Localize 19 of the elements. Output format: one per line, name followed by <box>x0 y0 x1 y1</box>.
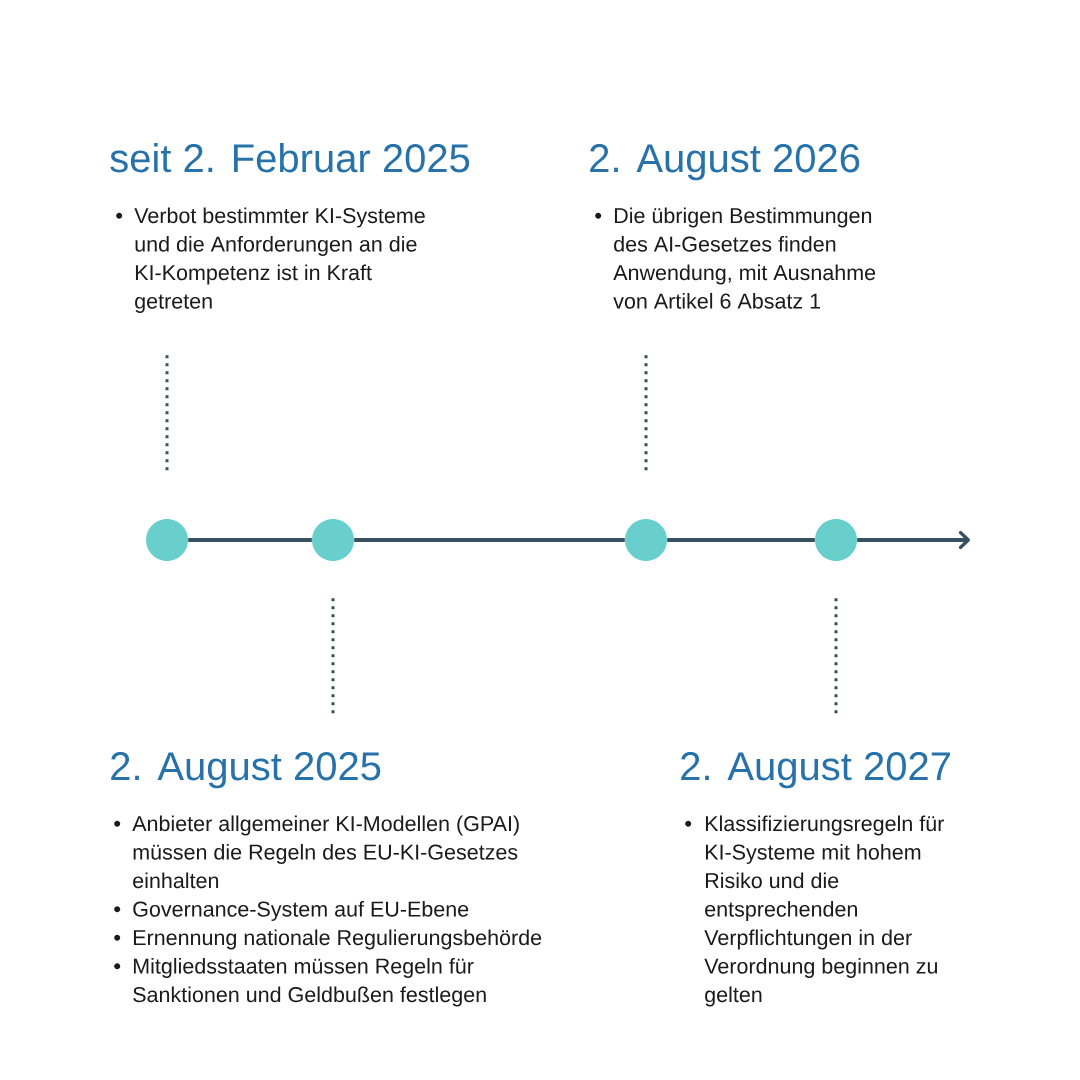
list-item: Ernennung nationale Regulierungsbehörde <box>133 929 542 950</box>
list-item: Mitgliedsstaaten müssen Regeln für Sanktionen und Geldbußen festlegen <box>133 957 486 1007</box>
timeline-dot <box>815 519 857 561</box>
date-heading: 2. August 2027 <box>681 752 950 789</box>
list-item: Die übrigen Bestimmungen des AI-Gesetzes finden Anwendung, mit Ausnahme von Artikel 6 Absatz 1 <box>613 207 876 309</box>
date-heading: 2. August 2026 <box>590 144 860 181</box>
timeline-dot <box>146 519 188 561</box>
list-item: Verbot bestimmter KI-Systeme und die Anforderungen an die KI-Kompetenz ist in Kraft getreten <box>134 207 425 313</box>
timeline-line <box>667 538 815 542</box>
date-heading: seit 2. Februar 2025 <box>110 143 470 173</box>
list-item: Klassifizierungsregeln für KI-Systeme mit hohem Risiko und die entsprechenden Verpflichtungen in der Verordnung beginnen zu gelten <box>704 815 944 1007</box>
date-heading: 2. August 2025 <box>111 752 381 789</box>
timeline-line <box>188 538 312 542</box>
list-item: Governance-System auf EU-Ebene <box>133 900 469 921</box>
list-item: Anbieter allgemeiner KI-Modellen (GPAI) müssen die Regeln des EU-KI-Gesetzes einhalten <box>132 815 519 889</box>
timeline-line <box>354 538 625 542</box>
timeline-arrow <box>857 530 970 550</box>
timeline-dot <box>312 519 354 561</box>
timeline-dot <box>625 519 667 561</box>
